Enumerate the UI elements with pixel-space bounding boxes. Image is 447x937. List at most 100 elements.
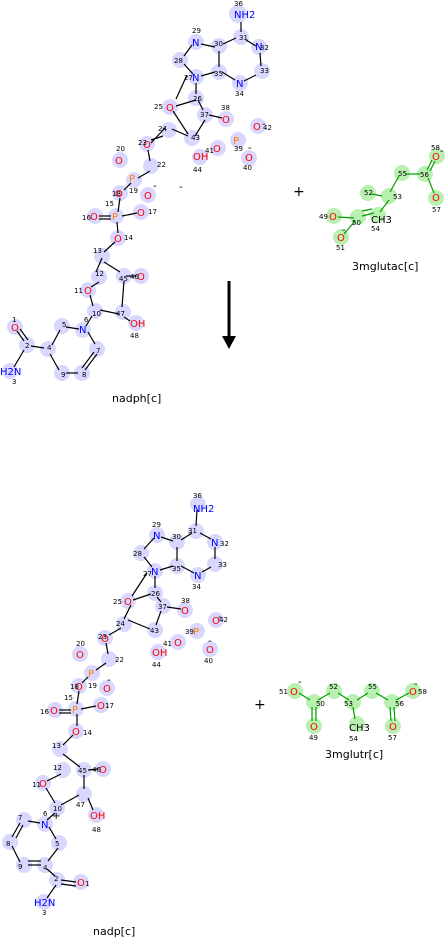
svg-text:20: 20 [76, 640, 85, 648]
svg-text:53: 53 [344, 700, 353, 708]
atom-o: O [432, 152, 440, 163]
amine-label: H2N [0, 367, 21, 378]
svg-text:47: 47 [116, 310, 125, 318]
svg-text:46: 46 [130, 273, 139, 281]
atom-o: O [124, 597, 132, 608]
svg-text:56: 56 [395, 700, 404, 708]
svg-text:36: 36 [234, 0, 243, 8]
svg-text:7: 7 [18, 814, 22, 822]
charge-label: - [440, 146, 444, 157]
svg-text:25: 25 [113, 598, 122, 606]
charge-label: - [298, 677, 302, 688]
hydroxyl-label: OH [193, 152, 208, 163]
charge-label: - [342, 225, 346, 236]
atom-o: O [222, 115, 230, 126]
svg-text:7: 7 [96, 347, 100, 355]
atom-o: O [337, 233, 345, 244]
atom-p: P [112, 212, 118, 223]
svg-text:12: 12 [95, 270, 104, 278]
atom-o: O [103, 684, 111, 695]
svg-text:9: 9 [18, 863, 22, 871]
svg-text:53: 53 [393, 193, 402, 201]
svg-text:48: 48 [92, 826, 101, 834]
hydroxyl-label: OH [130, 319, 145, 330]
svg-text:1: 1 [85, 880, 89, 888]
svg-text:54: 54 [349, 735, 358, 743]
hydroxyl-label: OH [152, 648, 167, 659]
atom-o: O [409, 687, 417, 698]
svg-text:15: 15 [105, 200, 114, 208]
svg-text:33: 33 [260, 67, 269, 75]
nadph-caption: nadph[c] [112, 392, 161, 405]
svg-text:35: 35 [172, 565, 181, 573]
svg-text:8: 8 [6, 840, 10, 848]
svg-text:6: 6 [43, 810, 48, 818]
svg-text:49: 49 [309, 734, 318, 742]
svg-text:4: 4 [43, 864, 48, 872]
atom-o: O [253, 122, 261, 133]
svg-text:30: 30 [172, 533, 181, 541]
svg-text:45: 45 [78, 767, 87, 775]
plus-sign-bottom: + [254, 697, 266, 713]
svg-text:23: 23 [138, 139, 147, 147]
svg-text:39: 39 [185, 628, 194, 636]
svg-text:57: 57 [388, 734, 397, 742]
svg-text:50: 50 [352, 219, 361, 227]
svg-text:54: 54 [371, 225, 380, 233]
svg-text:57: 57 [432, 206, 441, 214]
atom-o: O [90, 212, 98, 223]
svg-text:8: 8 [82, 371, 86, 379]
atom-o: O [114, 234, 122, 245]
svg-text:41: 41 [205, 147, 214, 155]
atom-o: O [290, 687, 298, 698]
atom-o: O [97, 701, 105, 712]
atom-n: N [153, 531, 160, 542]
svg-text:58: 58 [418, 688, 427, 696]
svg-text:40: 40 [204, 657, 213, 665]
svg-text:32: 32 [220, 540, 229, 548]
svg-text:15: 15 [64, 694, 73, 702]
atom-o: O [75, 682, 83, 693]
3mglutr-caption: 3mglutr[c] [325, 748, 383, 761]
svg-text:29: 29 [192, 27, 201, 35]
atom-o: O [174, 638, 182, 649]
svg-text:16: 16 [40, 708, 49, 716]
charge-label: - [248, 143, 252, 154]
atom-o: O [212, 616, 220, 627]
svg-text:22: 22 [157, 161, 166, 169]
svg-text:43: 43 [191, 134, 200, 142]
svg-text:19: 19 [129, 187, 138, 195]
svg-text:17: 17 [148, 208, 157, 216]
svg-text:36: 36 [193, 492, 202, 500]
amine-label: NH2 [234, 10, 255, 21]
atom-o: O [72, 727, 80, 738]
methyl-label: CH3 [349, 723, 370, 734]
charge-label: - [218, 612, 222, 623]
svg-text:52: 52 [364, 189, 373, 197]
atom-o: O [76, 650, 84, 661]
amine-label: H2N [34, 898, 55, 909]
svg-text:3: 3 [12, 378, 16, 386]
svg-text:48: 48 [130, 332, 139, 340]
svg-text:30: 30 [214, 40, 223, 48]
svg-text:32: 32 [260, 44, 269, 52]
charge-label: - [262, 119, 266, 130]
svg-text:2: 2 [54, 875, 58, 883]
svg-text:38: 38 [181, 597, 190, 605]
svg-text:58: 58 [431, 144, 440, 152]
atom-o: O [206, 645, 214, 656]
svg-text:1: 1 [12, 316, 16, 324]
svg-text:42: 42 [219, 616, 228, 624]
svg-text:37: 37 [200, 111, 209, 119]
atom-o: O [84, 286, 92, 297]
svg-text:13: 13 [52, 742, 61, 750]
atom-n: N [41, 820, 48, 831]
svg-text:35: 35 [214, 70, 223, 78]
svg-text:33: 33 [218, 561, 227, 569]
nadp-molecule: NH2 N N N N O O P O O O OH O P O O O P O… [2, 492, 229, 917]
svg-text:24: 24 [158, 125, 167, 133]
svg-text:43: 43 [150, 627, 159, 635]
svg-text:41: 41 [163, 640, 172, 648]
